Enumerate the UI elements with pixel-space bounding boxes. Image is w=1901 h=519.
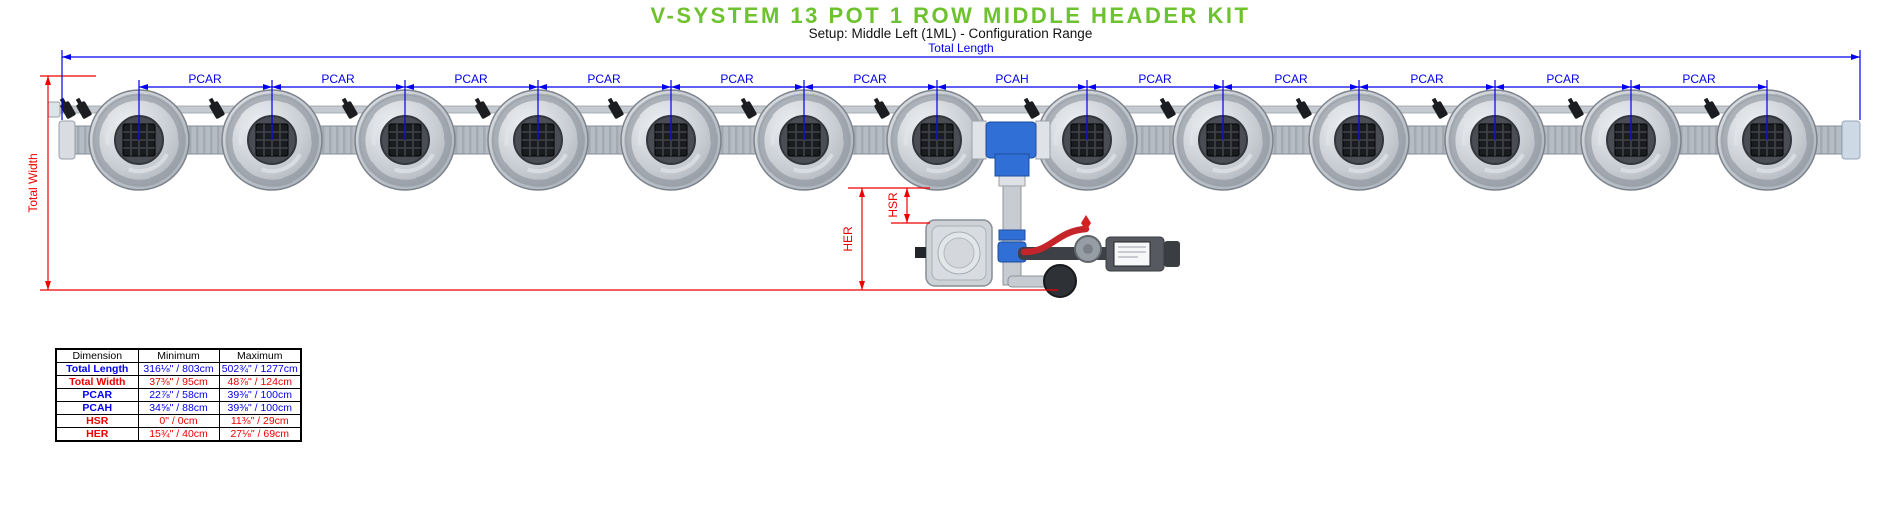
row-min: 0" / 0cm xyxy=(137,414,220,428)
table-row: HER 15¾" / 40cm 27⅛" / 69cm xyxy=(55,427,302,442)
row-name: PCAR xyxy=(55,388,139,402)
her-label: HER xyxy=(841,226,855,252)
pot xyxy=(479,81,591,194)
row-max: 48⅞" / 124cm xyxy=(218,375,302,389)
header-t-junction xyxy=(971,120,1051,177)
segment-label: PCAR xyxy=(587,72,621,86)
table-row: HSR 0" / 0cm 11⅜" / 29cm xyxy=(55,414,302,428)
row-min: 316⅛" / 803cm xyxy=(137,362,220,376)
hsr-label: HSR xyxy=(886,192,900,218)
col-header-minimum: Minimum xyxy=(137,348,220,363)
row-min: 22⅞" / 58cm xyxy=(137,388,220,402)
segment-label: PCAH xyxy=(995,72,1028,86)
segment-label: PCAR xyxy=(454,72,488,86)
row-max: 39⅜" / 100cm xyxy=(218,388,302,402)
row-min: 34⅝" / 88cm xyxy=(137,401,220,415)
pot xyxy=(1164,81,1276,194)
row-min: 37⅜" / 95cm xyxy=(137,375,220,389)
pot xyxy=(612,81,724,194)
controller-screen xyxy=(1113,241,1151,267)
segment-label: PCAR xyxy=(1682,72,1716,86)
row-min: 15¾" / 40cm xyxy=(137,427,220,442)
table-row: Total Width 37⅜" / 95cm 48⅞" / 124cm xyxy=(55,375,302,389)
pot xyxy=(1572,81,1684,194)
total-length-label: Total Length xyxy=(928,41,993,55)
reservoir-drain-fitting xyxy=(915,247,926,258)
controller-motor xyxy=(1164,241,1180,267)
row-name: HSR xyxy=(55,414,139,428)
system-diagram: Total Width HER HSR Total Length PCAR PC… xyxy=(26,41,1861,298)
page-subtitle: Setup: Middle Left (1ML) - Configuration… xyxy=(808,26,1093,41)
blue-dimensions xyxy=(61,50,1861,140)
pump-assembly xyxy=(997,215,1180,298)
col-header-dimension: Dimension xyxy=(55,348,139,363)
total-width-label: Total Width xyxy=(26,153,40,212)
segment-label: PCAR xyxy=(1138,72,1172,86)
segment-label: PCAR xyxy=(188,72,222,86)
segment-label: PCAR xyxy=(720,72,754,86)
red-valve-handle xyxy=(1081,215,1091,231)
table-row: PCAR 22⅞" / 58cm 39⅜" / 100cm xyxy=(55,388,302,402)
row-name: HER xyxy=(55,427,139,442)
pot xyxy=(1300,81,1412,194)
row-name: PCAH xyxy=(55,401,139,415)
pot xyxy=(745,81,857,194)
pot xyxy=(80,81,192,194)
left-pipe-cap xyxy=(58,120,76,160)
header-down-pipe xyxy=(998,157,1026,286)
pot xyxy=(346,81,458,194)
page-title: V-SYSTEM 13 POT 1 ROW MIDDLE HEADER KIT xyxy=(650,3,1251,28)
segment-label: PCAR xyxy=(1546,72,1580,86)
red-dimensions xyxy=(40,75,1058,291)
segment-label: PCAR xyxy=(853,72,887,86)
water-pump xyxy=(1043,264,1077,298)
segment-label: PCAR xyxy=(321,72,355,86)
reservoir-tank xyxy=(915,219,993,287)
pot xyxy=(1436,81,1548,194)
row-max: 27⅛" / 69cm xyxy=(218,427,302,442)
segment-label: PCAR xyxy=(1410,72,1444,86)
right-pipe-cap xyxy=(1841,120,1861,160)
row-max: 502¾" / 1277cm xyxy=(218,362,302,376)
table-row: PCAH 34⅝" / 88cm 39⅜" / 100cm xyxy=(55,401,302,415)
red-hose xyxy=(1020,225,1090,256)
row-max: 39⅜" / 100cm xyxy=(218,401,302,415)
table-header-row: Dimension Minimum Maximum xyxy=(55,348,302,363)
table-row: Total Length 316⅛" / 803cm 502¾" / 1277c… xyxy=(55,362,302,376)
pot xyxy=(213,81,325,194)
row-max: 11⅜" / 29cm xyxy=(218,414,302,428)
col-header-maximum: Maximum xyxy=(218,348,302,363)
feed-line-end-cap xyxy=(47,101,61,118)
row-name: Total Length xyxy=(55,362,139,376)
segment-label: PCAR xyxy=(1274,72,1308,86)
pot xyxy=(1708,81,1820,194)
row-name: Total Width xyxy=(55,375,139,389)
ball-valve-center xyxy=(1083,244,1093,254)
dimension-table: Dimension Minimum Maximum Total Length 3… xyxy=(55,348,302,442)
